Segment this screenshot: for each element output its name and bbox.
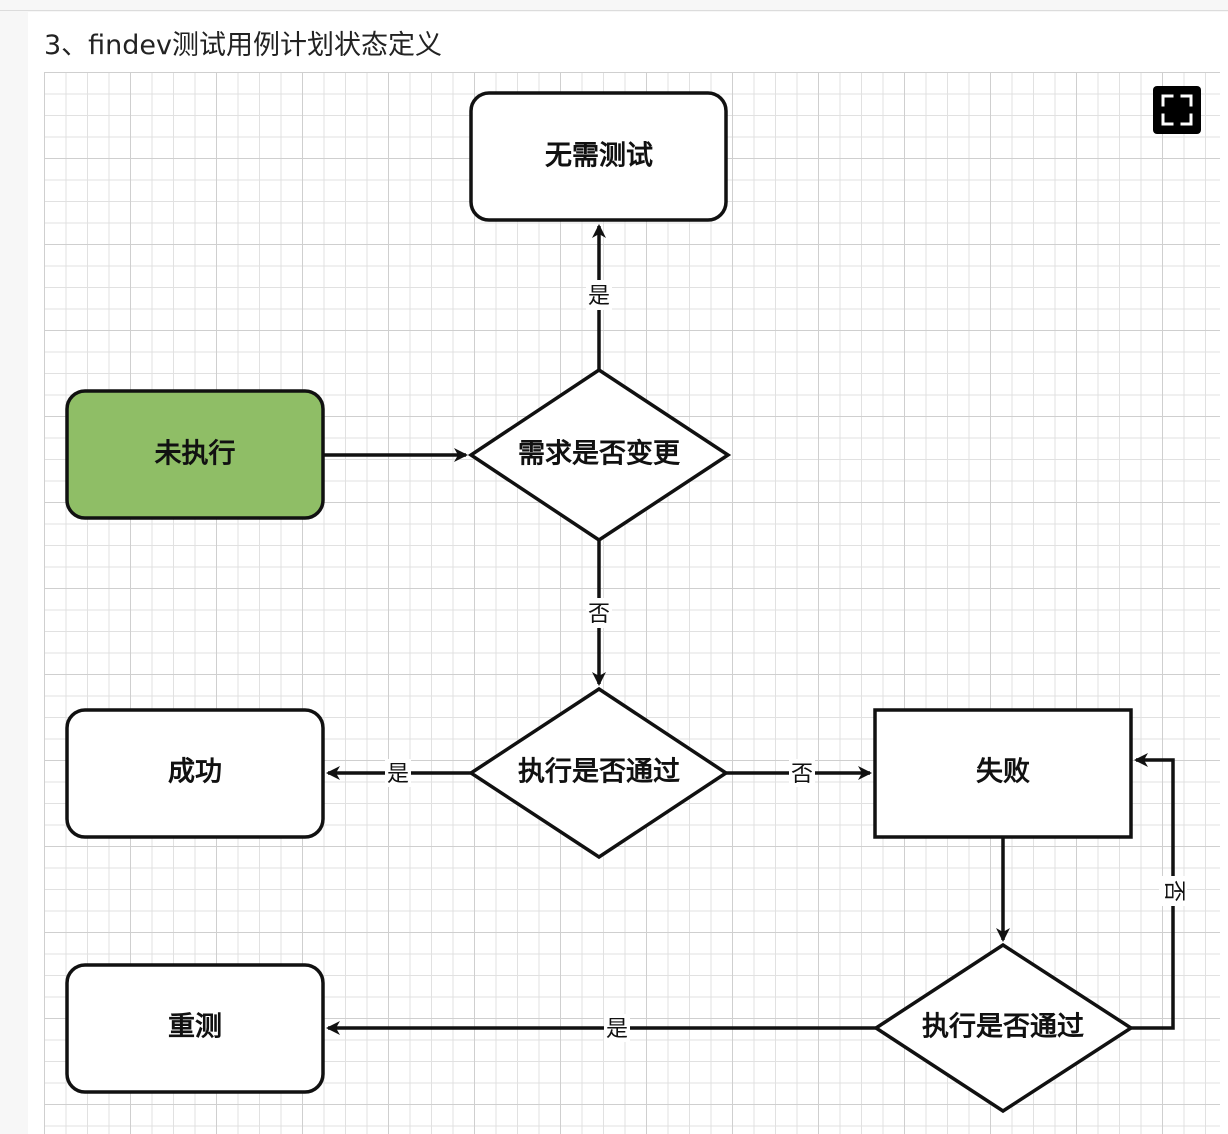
- edge-label-bg: [586, 598, 612, 628]
- edge-label-bg: [385, 759, 411, 787]
- diagram-canvas: [44, 72, 1220, 1134]
- node-label-retest: 重测: [168, 1012, 222, 1043]
- edge-label-bg: [604, 1014, 630, 1042]
- node-not-executed: [65, 389, 325, 520]
- edge-label-exec2-yes: 是: [606, 1017, 628, 1042]
- node-label-failed: 失败: [976, 757, 1030, 788]
- edge-label-bg: [789, 759, 815, 787]
- node-req-changed: [467, 367, 732, 543]
- edge-label-exec2-no: 否: [1161, 880, 1186, 902]
- node-label-exec-passed-2: 执行是否通过: [922, 1011, 1084, 1043]
- edge-label-req-changed-no: 否: [588, 602, 610, 627]
- node-label-not-needed: 无需测试: [545, 141, 653, 172]
- node-failed: [873, 708, 1133, 839]
- node-exec-passed-1: [467, 686, 730, 860]
- node-label-success: 成功: [168, 757, 222, 788]
- node-label-req-changed: 需求是否变更: [518, 438, 681, 470]
- node-not-needed: [469, 91, 728, 222]
- node-label-exec-passed-1: 执行是否通过: [518, 756, 680, 788]
- node-exec-passed-2: [872, 942, 1135, 1114]
- fullscreen-icon: [1161, 94, 1193, 126]
- top-divider: [0, 10, 1228, 11]
- edge-label-exec1-yes: 是: [387, 762, 409, 787]
- edge-label-req-changed-yes: 是: [588, 284, 610, 309]
- section-title: 3、findev测试用例计划状态定义: [44, 30, 443, 61]
- node-retest: [65, 963, 325, 1094]
- node-label-not-executed: 未执行: [155, 438, 236, 470]
- fullscreen-button[interactable]: [1153, 86, 1201, 134]
- edge-label-exec1-no: 否: [791, 762, 813, 787]
- edge-label-bg: [586, 280, 612, 310]
- node-success: [65, 708, 325, 839]
- edge-label-bg: [1159, 876, 1187, 906]
